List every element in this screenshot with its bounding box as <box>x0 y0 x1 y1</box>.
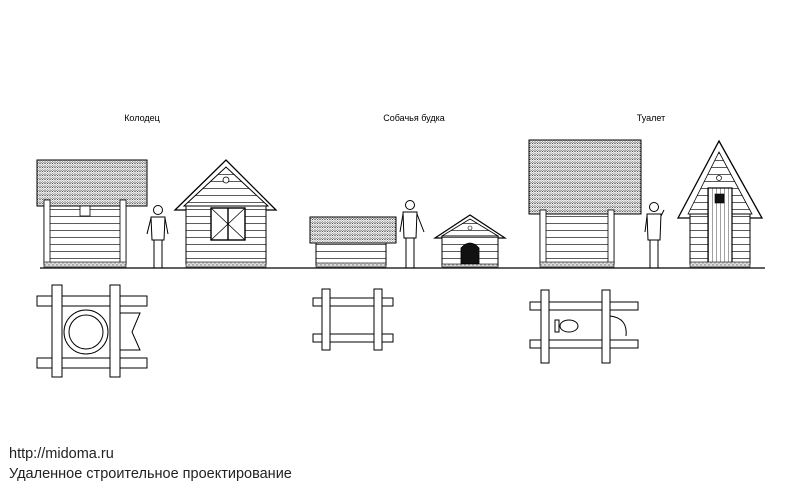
site-url-link[interactable]: http://midoma.ru <box>9 446 114 462</box>
well-front-elevation <box>173 159 278 268</box>
well-side-elevation <box>36 159 148 268</box>
toilet-floor-plan <box>529 289 639 364</box>
caption-well: Колодец <box>124 113 160 123</box>
dog-house-front-elevation <box>432 214 508 268</box>
site-tagline: Удаленное строительное проектирование <box>9 466 292 482</box>
caption-dog-house: Собачья будка <box>383 113 445 123</box>
caption-toilet: Туалет <box>637 113 665 123</box>
person-figure <box>146 205 169 268</box>
well-floor-plan <box>36 284 148 378</box>
toilet-front-elevation <box>676 139 764 268</box>
dog-house-side-elevation <box>309 216 397 268</box>
person-figure <box>399 200 425 268</box>
dog-house-floor-plan <box>312 288 394 351</box>
person-figure <box>644 202 665 268</box>
toilet-side-elevation <box>528 139 642 268</box>
